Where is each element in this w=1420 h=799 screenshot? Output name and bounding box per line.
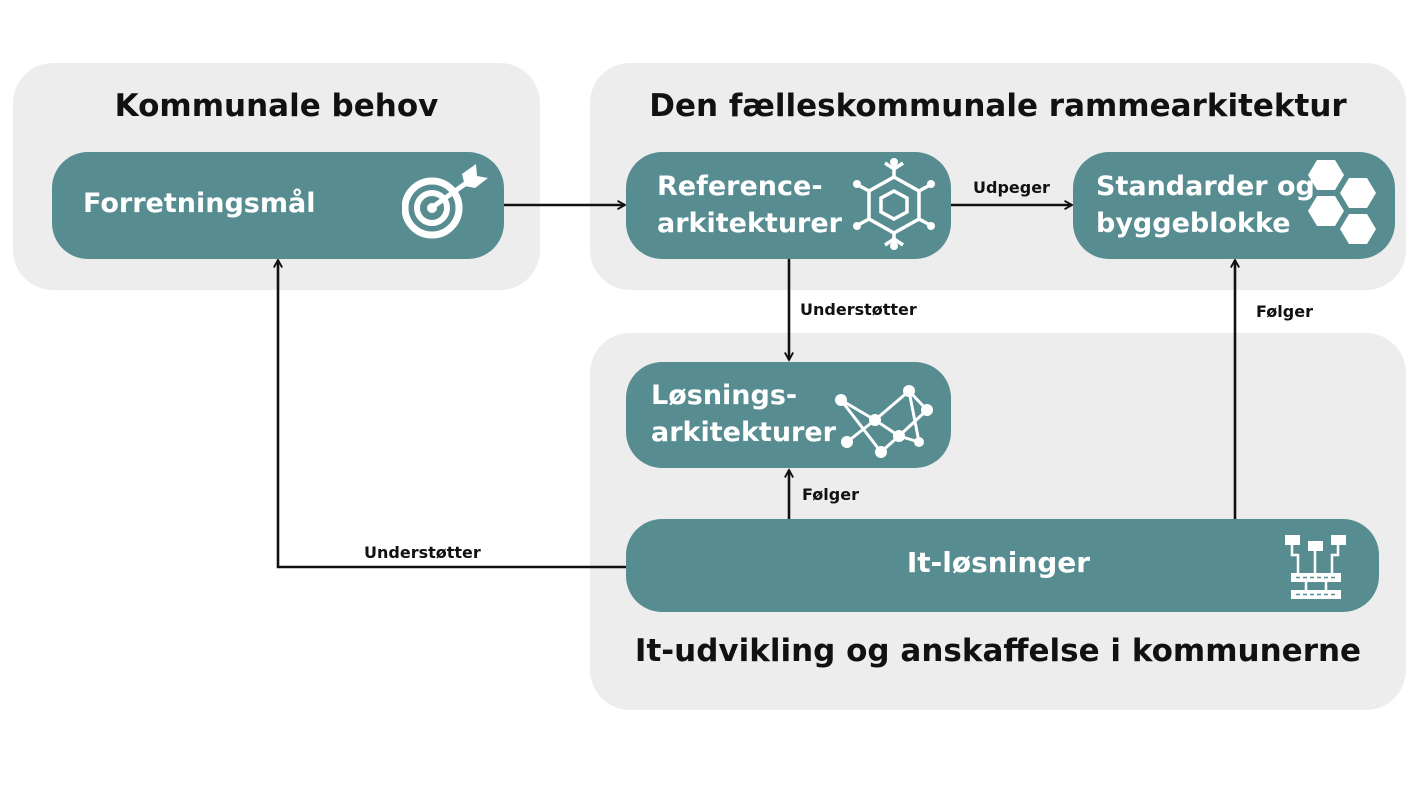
snowflake-network-icon bbox=[852, 157, 936, 251]
box-standarder-line2: byggeblokke bbox=[1096, 208, 1291, 239]
edge-label-foelger-solution: Følger bbox=[802, 485, 859, 504]
box-standarder-line1: Standarder og bbox=[1096, 171, 1315, 202]
server-icon bbox=[1282, 533, 1348, 603]
box-standarder-label: Standarder og byggeblokke bbox=[1096, 168, 1315, 242]
network-graph-icon bbox=[831, 382, 936, 462]
box-standarder: Standarder og byggeblokke bbox=[1073, 152, 1395, 259]
box-loesningsarkitekturer-line2: arkitekturer bbox=[651, 417, 836, 448]
box-referencearkitekturer-line1: Reference- bbox=[657, 171, 823, 202]
box-it-loesninger-label: It-løsninger bbox=[906, 546, 1091, 579]
hexagons-icon bbox=[1306, 158, 1386, 250]
box-referencearkitekturer-label: Reference- arkitekturer bbox=[657, 168, 842, 242]
edge-it-to-goals bbox=[278, 260, 626, 569]
box-forretningsmaal: Forretningsmål bbox=[52, 152, 504, 259]
edge-label-foelger-standards: Følger bbox=[1256, 302, 1313, 321]
box-it-loesninger: It-løsninger bbox=[626, 519, 1379, 612]
box-loesningsarkitekturer: Løsnings- arkitekturer bbox=[626, 362, 951, 468]
edge-label-understoetter-goals: Understøtter bbox=[364, 543, 481, 562]
box-loesningsarkitekturer-label: Løsnings- arkitekturer bbox=[651, 377, 836, 451]
panel-title-rammearkitektur: Den fælleskommunale rammearkitektur bbox=[649, 88, 1347, 124]
box-forretningsmaal-label: Forretningsmål bbox=[83, 188, 316, 219]
edge-label-udpeger: Udpeger bbox=[973, 178, 1050, 197]
box-referencearkitekturer-line2: arkitekturer bbox=[657, 208, 842, 239]
panel-title-it-udvikling: It-udvikling og anskaffelse i kommunerne bbox=[634, 633, 1362, 669]
target-icon bbox=[401, 162, 490, 242]
box-referencearkitekturer: Reference- arkitekturer bbox=[626, 152, 951, 259]
panel-title-kommunale-behov: Kommunale behov bbox=[114, 88, 439, 124]
edge-label-understoetter-reference: Understøtter bbox=[800, 300, 917, 319]
box-loesningsarkitekturer-line1: Løsnings- bbox=[651, 380, 798, 411]
